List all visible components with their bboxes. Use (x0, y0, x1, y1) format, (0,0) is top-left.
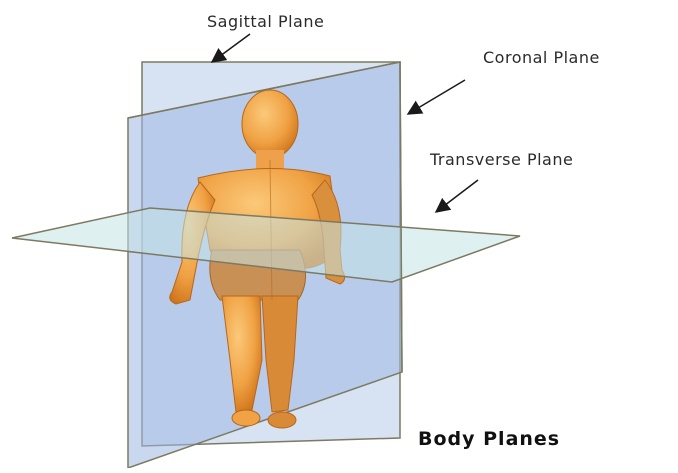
coronal-plane-label: Coronal Plane (483, 48, 600, 67)
coronal-arrow (408, 80, 465, 114)
sagittal-arrow (212, 34, 250, 62)
sagittal-plane-label: Sagittal Plane (207, 12, 324, 31)
transverse-arrow (436, 180, 478, 212)
diagram-title: Body Planes (418, 428, 560, 450)
transverse-plane-label: Transverse Plane (430, 150, 573, 169)
